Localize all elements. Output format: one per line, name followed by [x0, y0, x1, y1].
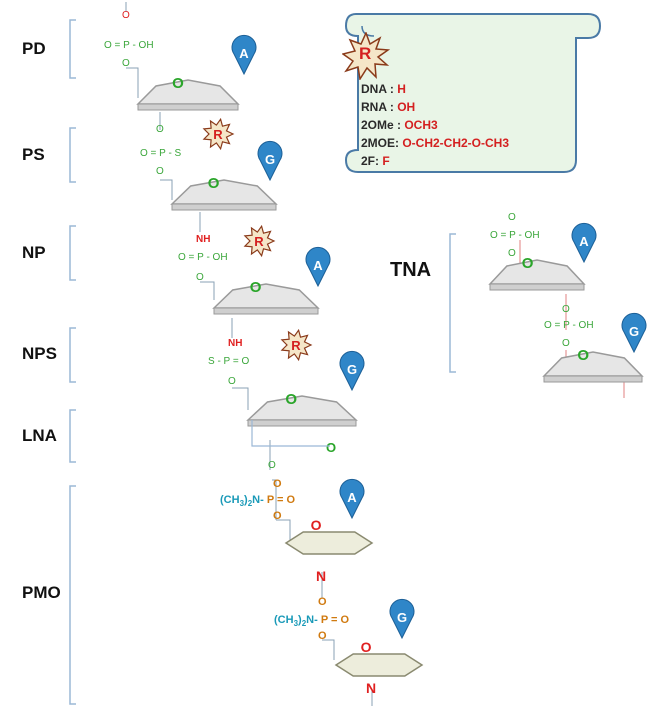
- np-sugar-edge: [213, 307, 319, 315]
- label-tna: TNA: [390, 259, 432, 281]
- r-badge-ps-letter: R: [213, 127, 223, 142]
- tna1-top-o: O: [508, 212, 516, 223]
- base-pin-np-letter: A: [313, 258, 323, 273]
- ps-top-o: O: [156, 124, 164, 135]
- nps-sugar: [246, 395, 358, 421]
- base-pin-nps: [339, 350, 365, 392]
- label-lna: LNA: [22, 426, 57, 445]
- tna2-sugar-ring-o: O: [577, 347, 589, 364]
- label-ps: PS: [22, 145, 45, 164]
- nps-sugar-ring-o: O: [285, 391, 297, 408]
- tna1-sugar: [488, 259, 586, 285]
- legend-scroll: [344, 13, 602, 173]
- pmo2-group: (CH3)2N- P = O: [274, 614, 350, 629]
- base-pin-tna2-letter: G: [629, 324, 639, 339]
- tna1-phosphate: O = P - OH: [490, 230, 540, 241]
- nps-bottom-o: O: [228, 376, 236, 387]
- base-pin-nps-letter: G: [347, 362, 357, 377]
- base-pin-tna2: [621, 312, 647, 354]
- r-badge-nps-letter: R: [291, 338, 301, 353]
- np-sugar-ring-o: O: [250, 279, 262, 296]
- tna2-sugar: [542, 351, 644, 377]
- label-pmo: PMO: [22, 583, 61, 602]
- lna-link-o: O: [268, 460, 276, 471]
- base-pin-pmo1-letter: A: [347, 490, 357, 505]
- lna-bridge-line: [251, 420, 330, 447]
- label-pd: PD: [22, 39, 46, 58]
- base-pin-ps-letter: G: [265, 152, 275, 167]
- pmo1-group: (CH3)2N- P = O: [220, 494, 296, 509]
- pmo2-ring-n: N: [366, 680, 377, 696]
- pmo2-top-o: O: [318, 596, 327, 608]
- ps-sugar-edge: [171, 203, 277, 211]
- tna2-bottom-o: O: [562, 338, 570, 349]
- r-badge-nps: [280, 328, 313, 362]
- base-pin-pmo2-letter: G: [397, 610, 407, 625]
- legend-row-2moe: 2MOE: O-CH2-CH2-O-CH3: [361, 136, 510, 150]
- nps-nh: NH: [228, 338, 243, 349]
- np-nh: NH: [196, 234, 211, 245]
- tna1-bottom-o: O: [508, 248, 516, 259]
- legend-row-2f: 2F: F: [361, 154, 390, 168]
- pd-sugar-ring-o: O: [172, 75, 184, 92]
- label-nps: NPS: [22, 344, 57, 363]
- np-phosphate: O = P - OH: [178, 252, 228, 263]
- np-bottom-o: O: [196, 272, 204, 283]
- base-pin-tna1-letter: A: [579, 234, 589, 249]
- pmo1-ring-ring-o: O: [311, 517, 322, 533]
- pmo1-ring: [284, 531, 374, 555]
- tna2-phosphate: O = P - OH: [544, 320, 594, 331]
- tna1-sugar-ring-o: O: [522, 255, 534, 272]
- pmo1-ring-n: N: [316, 568, 327, 584]
- ps-sugar: [170, 179, 278, 205]
- np-sugar: [212, 283, 320, 309]
- tna2-top-o: O: [562, 304, 570, 315]
- pmo2-ring: [334, 653, 424, 677]
- label-np: NP: [22, 243, 46, 262]
- ps-bottom-o: O: [156, 166, 164, 177]
- base-pin-pd: [231, 34, 257, 76]
- base-pin-ps: [257, 140, 283, 182]
- r-badge-np-letter: R: [254, 234, 264, 249]
- base-pin-tna1: [571, 222, 597, 264]
- legend-row-rna: RNA : OH: [361, 100, 416, 114]
- nps-phosphate: S - P = O: [208, 356, 250, 367]
- pd-top-o: O: [122, 10, 130, 21]
- ps-sugar-ring-o: O: [208, 175, 220, 192]
- ps-thio: O = P - S: [140, 148, 182, 159]
- pd-sugar: [136, 79, 240, 105]
- base-pin-pmo1: [339, 478, 365, 520]
- pmo2-ring-ring-o: O: [361, 639, 372, 655]
- base-pin-np: [305, 246, 331, 288]
- r-badge-np: [243, 224, 276, 258]
- base-pin-pd-letter: A: [239, 46, 249, 61]
- tna2-sugar-edge: [543, 375, 643, 383]
- legend-row-dna: DNA : H: [361, 82, 406, 96]
- pd-bottom-o: O: [122, 58, 130, 69]
- legend-r-starburst: [342, 32, 390, 80]
- legend-r-symbol: R: [359, 44, 372, 63]
- base-pin-pmo2: [389, 598, 415, 640]
- tna1-sugar-edge: [489, 283, 585, 291]
- nps-sugar-edge: [247, 419, 357, 427]
- pd-phosphate: O = P - OH: [104, 40, 154, 51]
- pmo1-top-o: O: [273, 478, 282, 490]
- lna-bridge-o: O: [326, 440, 337, 455]
- pmo2-bottom-o: O: [318, 630, 327, 642]
- pd-sugar-edge: [137, 103, 239, 111]
- r-badge-ps: [202, 117, 235, 151]
- legend-row-2ome: 2OMe : OCH3: [361, 118, 438, 132]
- pmo1-bottom-o: O: [273, 510, 282, 522]
